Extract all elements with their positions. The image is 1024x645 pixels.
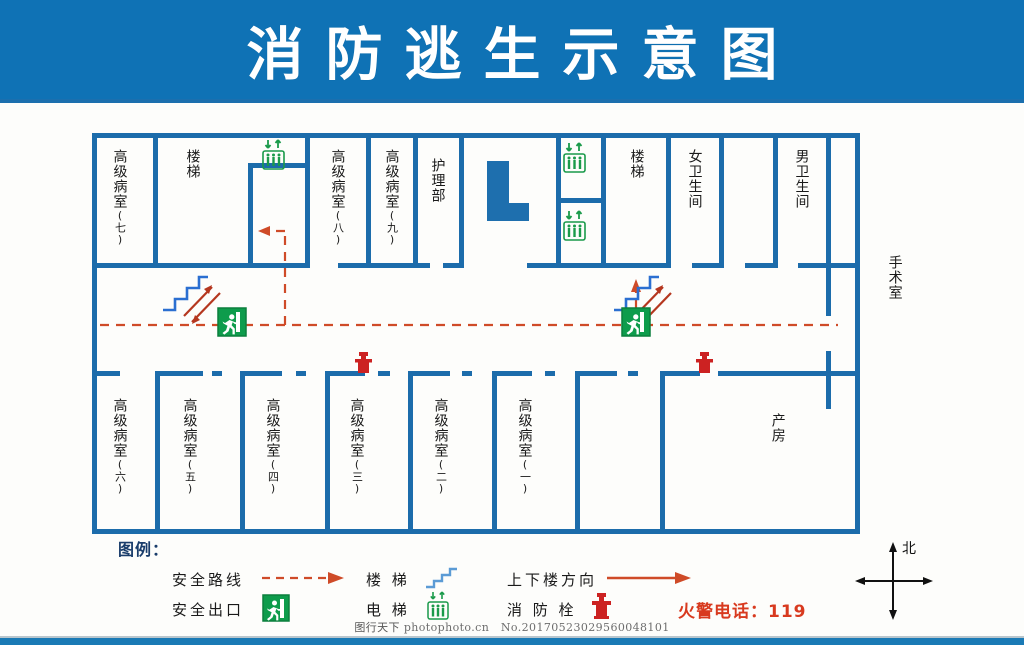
room-label-stairwell-right: 楼梯	[628, 149, 645, 179]
page-title: 消防逃生示意图	[246, 21, 800, 88]
elevator-icon	[427, 591, 449, 620]
compass-north-label: 北	[902, 541, 916, 557]
room-label-nursing-dept: 护理部	[429, 158, 446, 203]
page-banner: 消防逃生示意图	[0, 0, 1024, 99]
watermark-id: No.20170523029560048101	[500, 621, 670, 634]
legend-label-stair-direction: 上下楼方向	[507, 571, 598, 589]
room-label-gaoji-4: 高级病室(四)	[264, 398, 281, 495]
room-label-gaoji-9: 高级病室(九)	[383, 149, 400, 246]
legend-item-elevator: 电 梯	[366, 599, 410, 620]
legend-item-stairs: 楼 梯	[366, 569, 410, 590]
room-label-gaoji-1: 高级病室(一)	[516, 398, 533, 495]
legend-item-stair-direction: 上下楼方向	[507, 569, 597, 590]
room-label-delivery-room: 产房	[769, 413, 786, 443]
emergency-phone: 火警电话：119	[678, 602, 807, 622]
bottom-divider	[0, 636, 1024, 638]
room-label-operating-room: 手术室	[886, 255, 903, 300]
room-label-female-restroom: 女卫生间	[686, 149, 703, 209]
stairs-icon	[426, 567, 457, 589]
bottom-strip	[0, 638, 1024, 645]
room-label-gaoji-3: 高级病室(三)	[348, 398, 365, 495]
banner-underline	[0, 99, 1024, 103]
legend-item-safe-route: 安全路线	[172, 569, 244, 590]
room-label-stairwell-left: 楼梯	[184, 149, 201, 179]
legend: 图例： 安全路线 安全出口 楼 梯 电 梯	[0, 520, 1024, 640]
legend-title: 图例：	[118, 540, 170, 559]
floor-plan: 高级病室(七) 楼梯 高级病室(八) 高级病室(九) 护理部 楼梯 女卫生间 男…	[0, 103, 1024, 638]
watermark-site-cn: 图行天下	[354, 621, 400, 634]
room-label-gaoji-6: 高级病室(六)	[111, 398, 128, 495]
watermark-site-en: photophoto.cn	[403, 621, 490, 634]
legend-label-stairs: 楼 梯	[366, 571, 410, 589]
fire-hydrant-icon	[592, 593, 611, 619]
room-label-male-restroom: 男卫生间	[793, 149, 810, 209]
legend-label-safe-exit: 安全出口	[172, 601, 245, 619]
legend-label-safe-route: 安全路线	[172, 571, 245, 589]
room-label-gaoji-8: 高级病室(八)	[329, 149, 346, 246]
legend-item-fire-hydrant: 消 防 栓	[507, 599, 577, 620]
dashed-arrow-icon	[262, 572, 344, 584]
solid-arrow-icon	[607, 572, 691, 584]
room-label-gaoji-2: 高级病室(二)	[432, 398, 449, 495]
watermark: 图行天下 photophoto.cn No.201705230295600481…	[0, 619, 1024, 635]
compass-rose-icon	[855, 542, 933, 620]
floor-plan-vectors	[92, 133, 860, 534]
legend-label-elevator: 电 梯	[366, 601, 410, 619]
emergency-exit-icon	[262, 594, 290, 622]
legend-label-fire-hydrant: 消 防 栓	[507, 601, 577, 619]
room-label-gaoji-7: 高级病室(七)	[111, 149, 128, 246]
room-label-gaoji-5: 高级病室(五)	[181, 398, 198, 495]
legend-item-safe-exit: 安全出口	[172, 599, 244, 620]
